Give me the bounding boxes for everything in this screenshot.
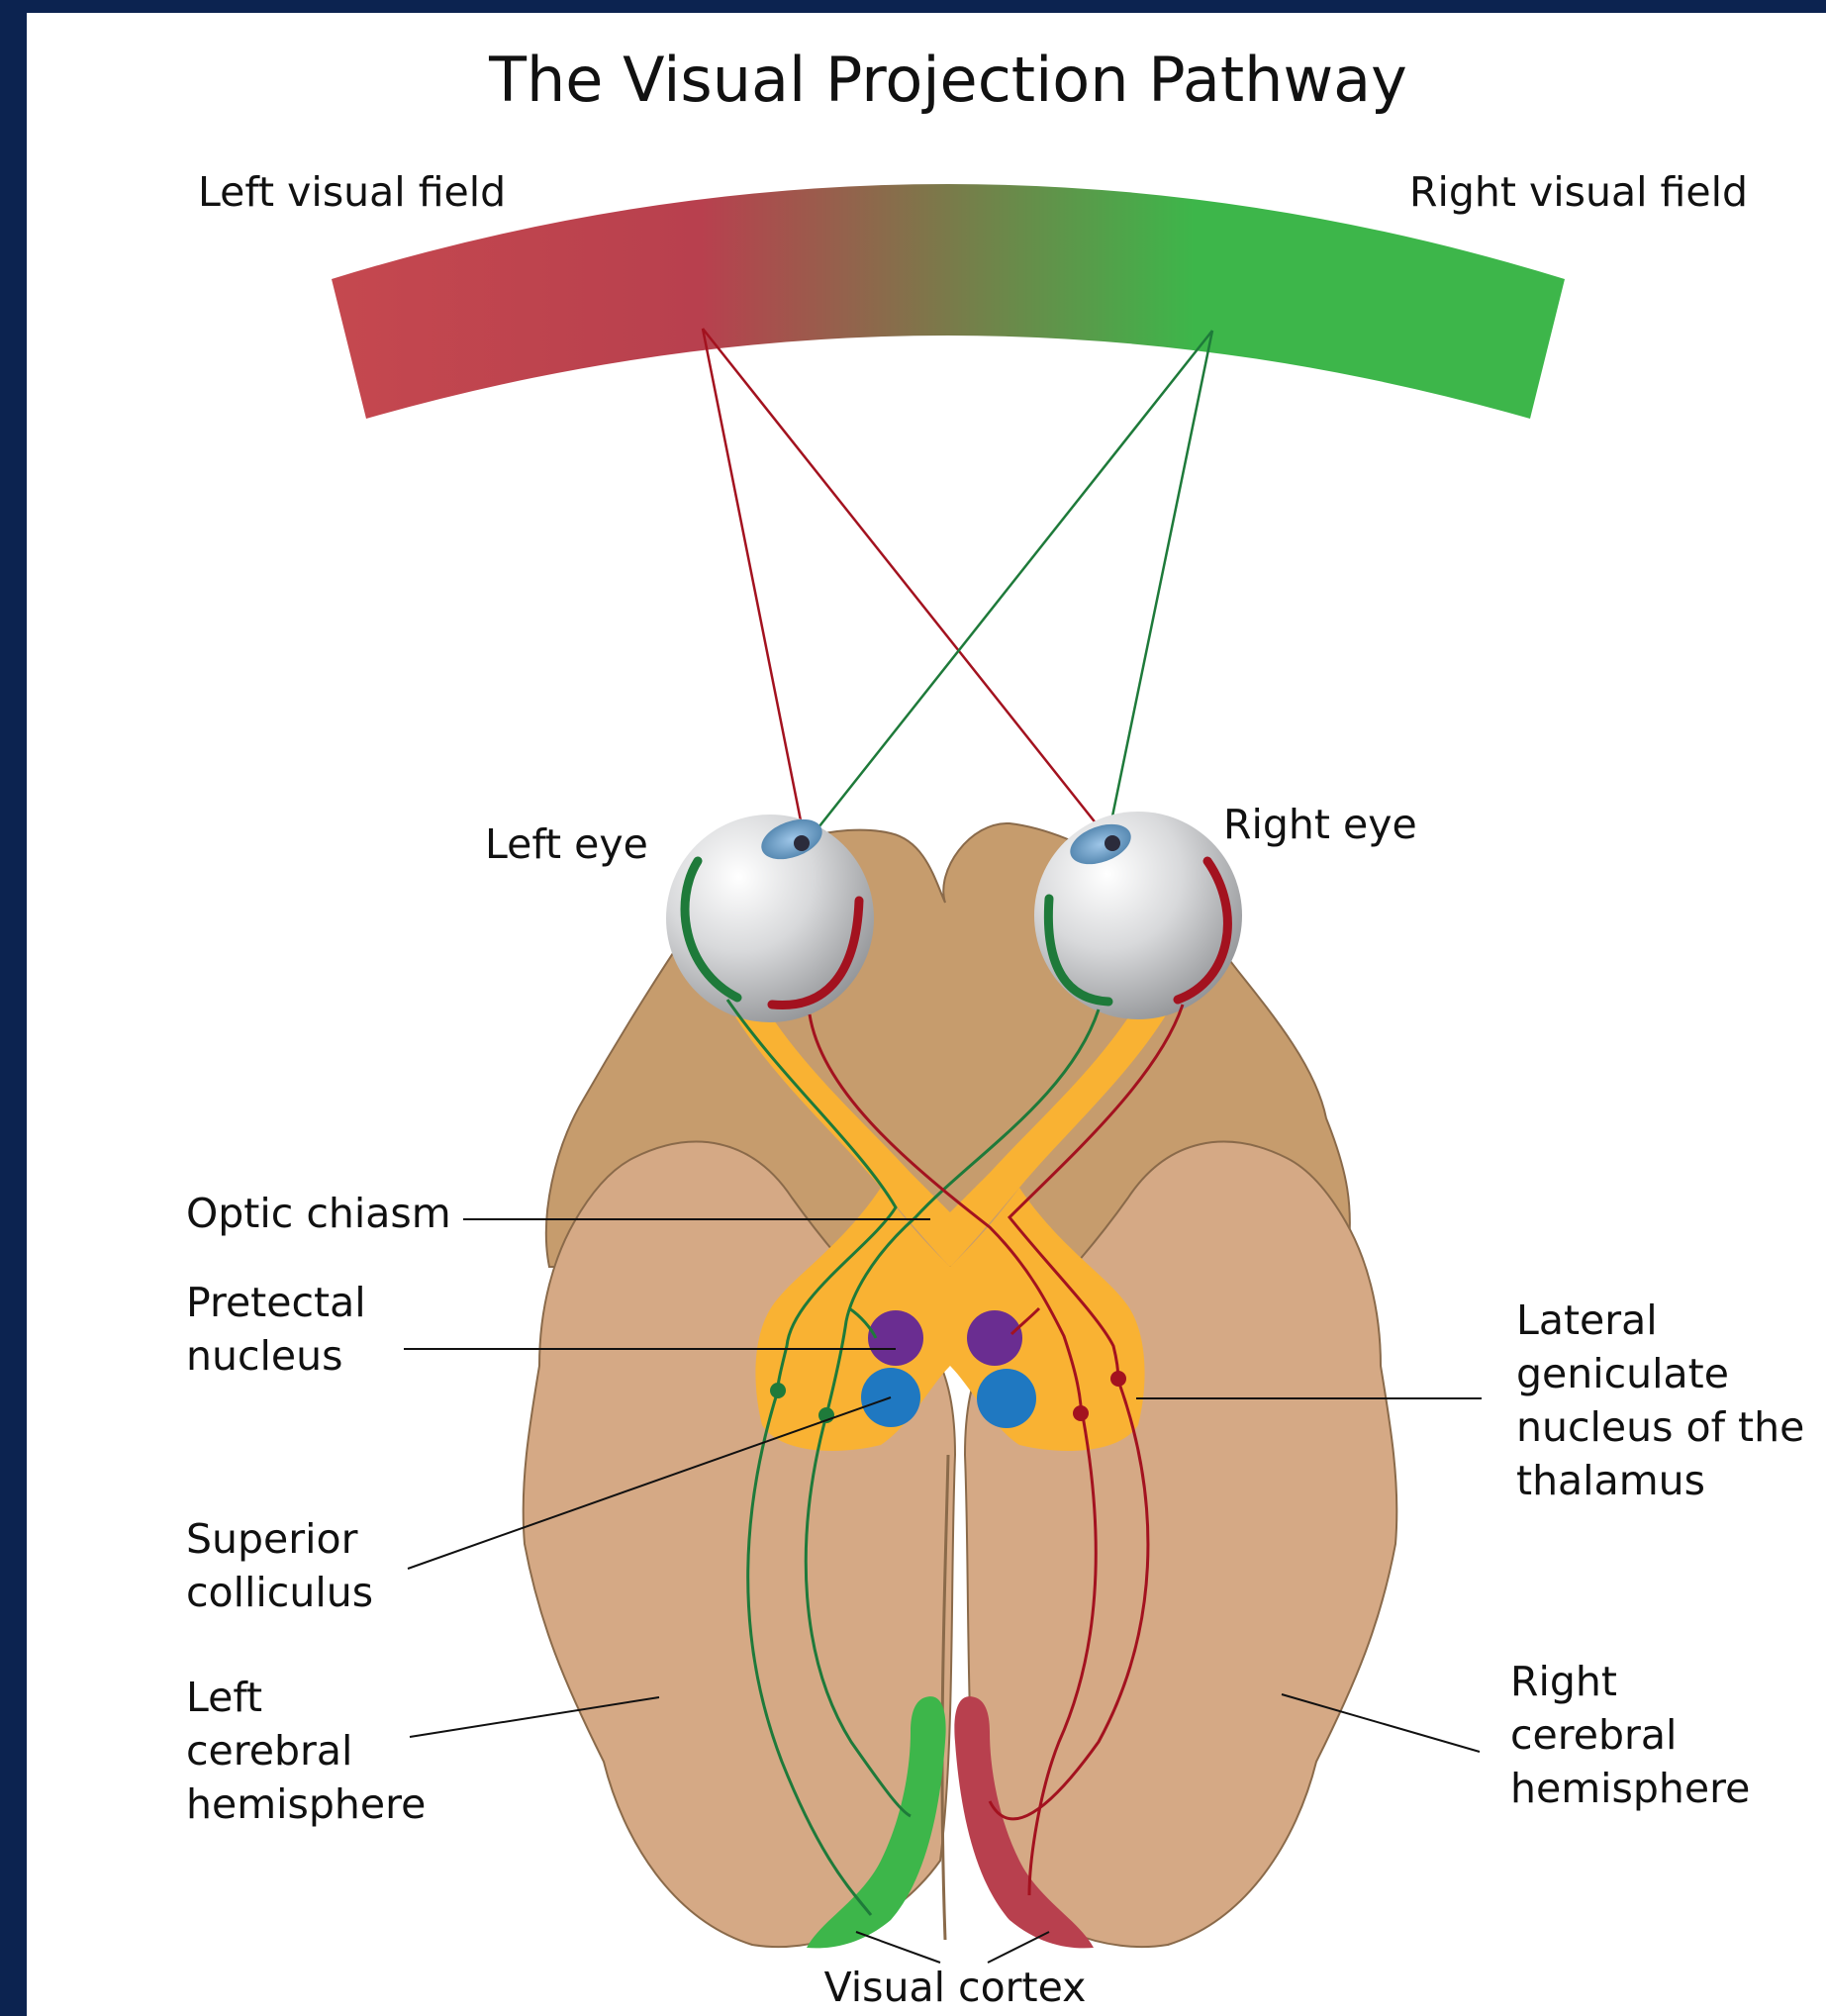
right-hemisphere-label-line-2: cerebral (1510, 1711, 1677, 1759)
right-lgn-synapse-2 (1110, 1371, 1126, 1387)
lateral-geniculate-label-line-3: nucleus of the (1516, 1403, 1804, 1451)
lateral-geniculate-label-line-4: thalamus (1516, 1457, 1705, 1504)
left-hemisphere-label-line-2: cerebral (186, 1727, 352, 1775)
right-hemisphere-label-line-1: Right (1510, 1658, 1617, 1705)
superior-colliculus-label-line-1: Superior (186, 1515, 358, 1563)
left-hemisphere-label-line-1: Left (186, 1674, 262, 1721)
lateral-geniculate-label-line-1: Lateral (1516, 1296, 1658, 1344)
left-visual-field-label: Left visual field (198, 168, 506, 216)
diagram-title: The Visual Projection Pathway (488, 44, 1407, 116)
left-eye-label: Left eye (485, 820, 648, 868)
pretectal-nucleus-label-line-1: Pretectal (186, 1279, 366, 1326)
right-pretectal-nucleus (967, 1310, 1022, 1366)
optic-chiasm-label: Optic chiasm (186, 1190, 451, 1237)
right-eye-label: Right eye (1223, 801, 1417, 848)
right-hemisphere-label-line-3: hemisphere (1510, 1765, 1750, 1812)
right-lgn-synapse-1 (1073, 1405, 1089, 1421)
lateral-geniculate-label-line-2: geniculate (1516, 1350, 1729, 1397)
left-hemisphere-label-line-3: hemisphere (186, 1780, 426, 1828)
right-superior-colliculus (977, 1369, 1036, 1428)
superior-colliculus-label-line-2: colliculus (186, 1569, 373, 1616)
visual-field-arc (332, 184, 1565, 419)
right-eye (1034, 812, 1242, 1019)
left-lgn-synapse-1 (770, 1383, 786, 1398)
pretectal-nucleus-label-line-2: nucleus (186, 1332, 342, 1380)
left-pretectal-nucleus (868, 1310, 923, 1366)
visual-cortex-label: Visual cortex (824, 1964, 1087, 2011)
right-visual-field-label: Right visual field (1409, 168, 1748, 216)
